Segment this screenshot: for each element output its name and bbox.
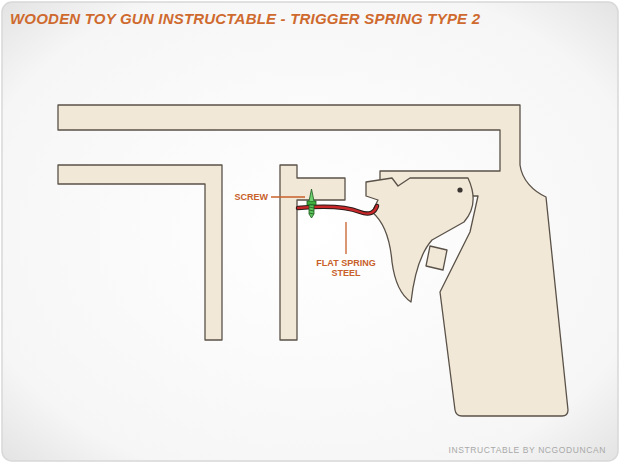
sear-block: [426, 246, 447, 270]
leader-line: [345, 222, 346, 254]
leader-line: [271, 196, 305, 197]
pivot-pin: [457, 187, 462, 192]
watermark: INSTRUCTABLE BY NCGODUNCAN: [449, 445, 606, 455]
callout-label: FLAT SPRING STEEL: [315, 258, 377, 278]
middle-piece: [280, 165, 345, 340]
callout-label: SCREW: [235, 192, 269, 202]
frame-and-grip: [58, 105, 568, 416]
title: WOODEN TOY GUN INSTRUCTABLE - TRIGGER SP…: [10, 10, 480, 27]
screw: [307, 189, 316, 218]
trigger: [366, 178, 473, 302]
left-piece: [58, 165, 222, 340]
